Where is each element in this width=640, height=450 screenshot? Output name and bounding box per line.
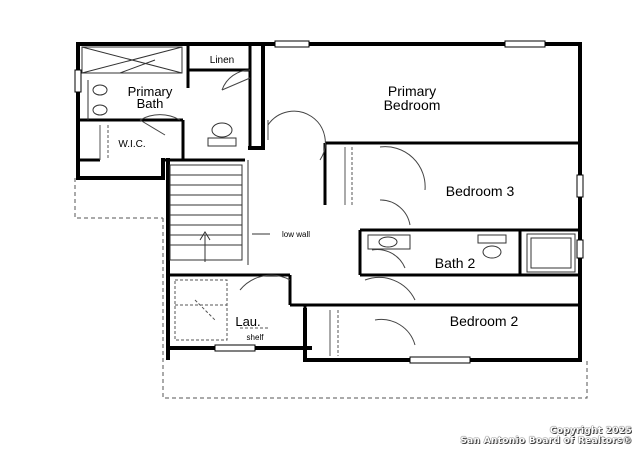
sink-icon bbox=[87, 80, 108, 120]
primary-bath-label-2: Bath bbox=[137, 96, 164, 111]
primary-bath-label: Primary bbox=[128, 84, 173, 99]
bedroom2-label: Bedroom 2 bbox=[450, 313, 519, 329]
linen-label: Linen bbox=[210, 55, 234, 66]
low-wall-label: low wall bbox=[282, 230, 310, 239]
shelf-label: shelf bbox=[247, 333, 265, 342]
dashed-outlines bbox=[74, 178, 588, 399]
stairs bbox=[169, 160, 270, 265]
primary-bedroom-label: Primary bbox=[388, 83, 436, 99]
laundry-machines bbox=[174, 279, 228, 341]
closets bbox=[99, 125, 353, 356]
copyright-watermark: Copyright 2025 San Antonio Board of Real… bbox=[460, 426, 632, 446]
copyright-line-2: San Antonio Board of Realtors® bbox=[460, 436, 632, 446]
toilet-icon bbox=[207, 122, 237, 147]
wic-label: W.I.C. bbox=[118, 139, 145, 150]
laundry-label: Lau. bbox=[235, 314, 260, 329]
bath2-fixtures bbox=[367, 233, 576, 273]
door-swings bbox=[139, 69, 426, 346]
copyright-line-1: Copyright 2025 bbox=[549, 426, 632, 436]
bedroom3-label: Bedroom 3 bbox=[446, 183, 515, 199]
shower bbox=[81, 46, 183, 74]
primary-bedroom-label-2: Bedroom bbox=[384, 97, 441, 113]
bath2-label: Bath 2 bbox=[435, 255, 476, 271]
windows bbox=[74, 40, 584, 364]
